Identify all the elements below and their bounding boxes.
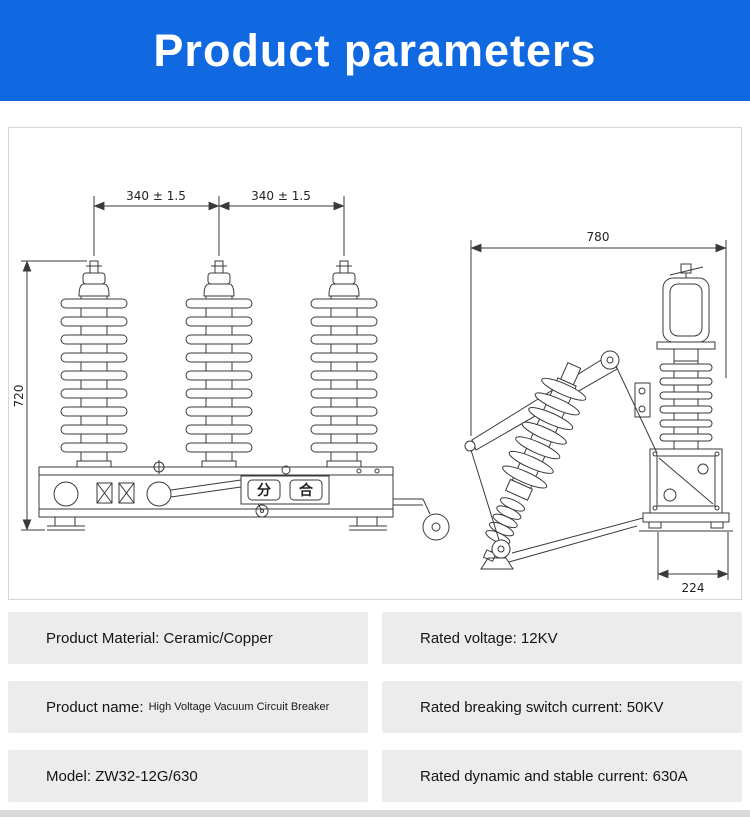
spec-cell-model: Model: ZW32-12G/630 <box>8 750 368 802</box>
spec-text: Rated dynamic and stable current: 630A <box>420 767 688 785</box>
technical-drawing: 340 ± 1.5 340 ± 1.5 <box>12 189 733 595</box>
spec-cell-breaking-current: Rated breaking switch current: 50KV <box>382 681 742 733</box>
spec-text: Rated voltage: 12KV <box>420 629 558 647</box>
spec-cell-stable-current: Rated dynamic and stable current: 630A <box>382 750 742 802</box>
side-view-drawing: 780 <box>464 230 733 595</box>
spec-cell-product-name: Product name: High Voltage Vacuum Circui… <box>8 681 368 733</box>
spec-text: Product Material: Ceramic/Copper <box>46 629 273 647</box>
header-banner: Product parameters <box>0 0 750 101</box>
front-view-drawing: 340 ± 1.5 340 ± 1.5 <box>12 189 450 541</box>
spec-subtext: High Voltage Vacuum Circuit Breaker <box>148 701 330 713</box>
spec-text: Product name: <box>46 698 144 716</box>
dim-label-340-right: 340 ± 1.5 <box>251 189 311 203</box>
indicator-close-label: 合 <box>299 482 314 499</box>
indicator-open-label: 分 <box>257 483 271 499</box>
technical-drawing-panel: 340 ± 1.5 340 ± 1.5 <box>8 127 742 600</box>
open-close-indicator: 分 合 <box>240 465 330 505</box>
dim-label-720: 720 <box>12 385 26 408</box>
dim-label-224: 224 <box>682 581 705 595</box>
dim-label-780: 780 <box>587 230 610 244</box>
page-title: Product parameters <box>153 24 597 76</box>
dim-label-340-left: 340 ± 1.5 <box>126 189 186 203</box>
spec-cell-product-material: Product Material: Ceramic/Copper <box>8 612 368 664</box>
spec-text: Model: ZW32-12G/630 <box>46 767 198 785</box>
spec-cell-rated-voltage: Rated voltage: 12KV <box>382 612 742 664</box>
spec-text: Rated breaking switch current: 50KV <box>420 698 664 716</box>
specs-table: Product Material: Ceramic/Copper Rated v… <box>8 612 742 802</box>
bottom-strip <box>0 810 750 817</box>
